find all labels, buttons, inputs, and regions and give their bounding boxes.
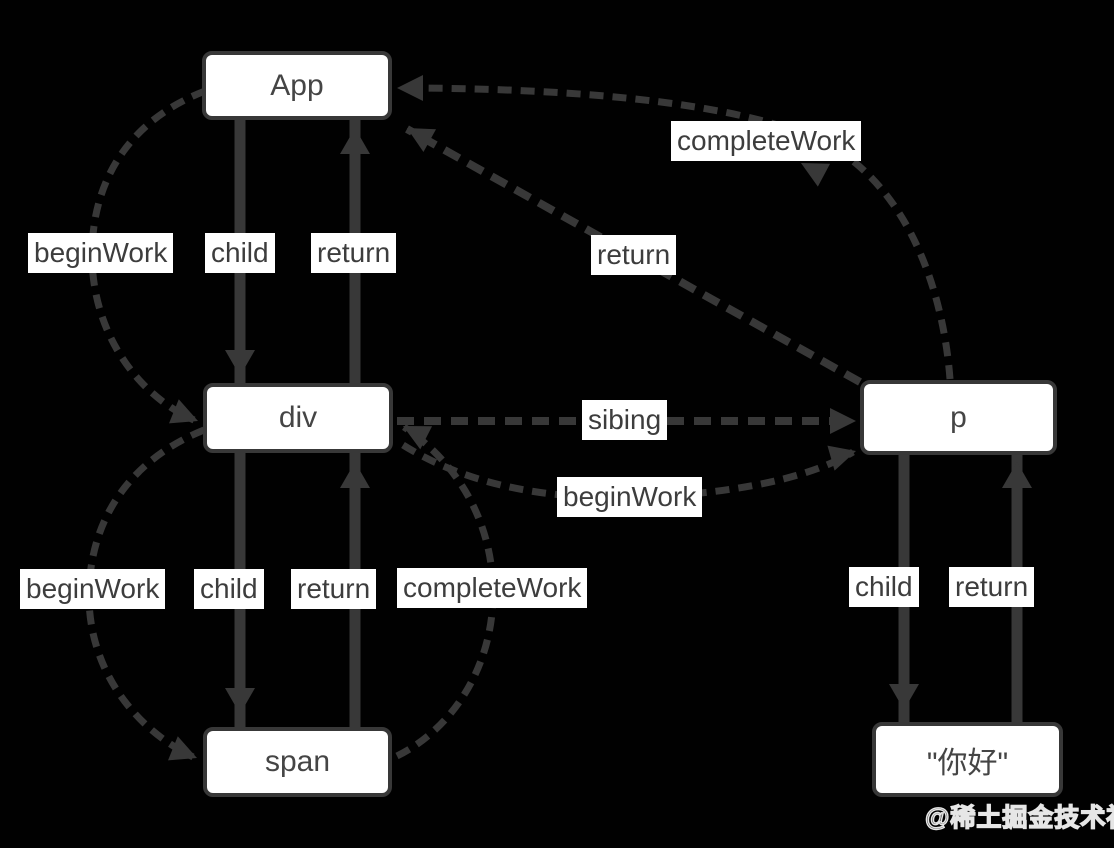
arrowhead-child-div-span	[225, 688, 255, 714]
edge-label-beginwork-div-p: beginWork	[557, 477, 703, 517]
arrowhead-return-p-app	[407, 128, 437, 152]
edge-label-return-text-p: return	[949, 567, 1035, 607]
node-p: p	[860, 380, 1057, 455]
edge-label-child-div-span: child	[194, 569, 264, 609]
arrowhead-completework-mid	[801, 163, 831, 187]
arrowhead-beginwork-div-p	[827, 445, 856, 471]
edge-beginwork-div-p	[401, 442, 855, 502]
edge-label-child-app-div: child	[205, 233, 275, 273]
node-p-label: p	[950, 400, 967, 434]
edge-label-sibling-div-p: sibing	[582, 400, 668, 440]
edge-label-return-div-app: return	[311, 233, 397, 273]
edge-label-beginwork-app-div: beginWork	[28, 233, 174, 273]
edge-label-completework-p-app: completeWork	[671, 121, 862, 161]
arrowhead-beginwork-app-div	[169, 399, 198, 424]
arrowhead-return-div-app	[340, 128, 370, 154]
arrowhead-child-app-div	[225, 350, 255, 376]
watermark: @稀土掘金技术社区	[924, 803, 1114, 832]
arrowhead-return-span-div	[340, 462, 370, 488]
arrowhead-return-text-p	[1002, 462, 1032, 488]
edge-label-child-p-text: child	[849, 567, 919, 607]
arrowhead-beginwork-div-span	[168, 736, 197, 761]
edge-label-return-p-app: return	[591, 235, 677, 275]
node-span: span	[203, 727, 392, 797]
edge-label-return-span-div: return	[291, 569, 377, 609]
node-text-label: "你好"	[926, 746, 1009, 780]
node-div: div	[203, 383, 393, 453]
edge-completework-p-app	[398, 84, 954, 380]
node-app: App	[202, 51, 392, 120]
arrowhead-completework-p-app	[397, 75, 423, 101]
arrowhead-sibling-div-p	[830, 408, 856, 434]
edge-label-beginwork-div-span: beginWork	[20, 569, 166, 609]
node-span-label: span	[264, 745, 331, 778]
arrowhead-completework-span-div	[403, 426, 433, 450]
edge-label-completework-span-div: completeWork	[397, 568, 588, 608]
arrowhead-child-p-text	[889, 684, 919, 710]
node-text-nihao: "你好"	[872, 722, 1063, 797]
node-div-label: div	[278, 401, 318, 434]
node-app-label: App	[270, 68, 324, 102]
